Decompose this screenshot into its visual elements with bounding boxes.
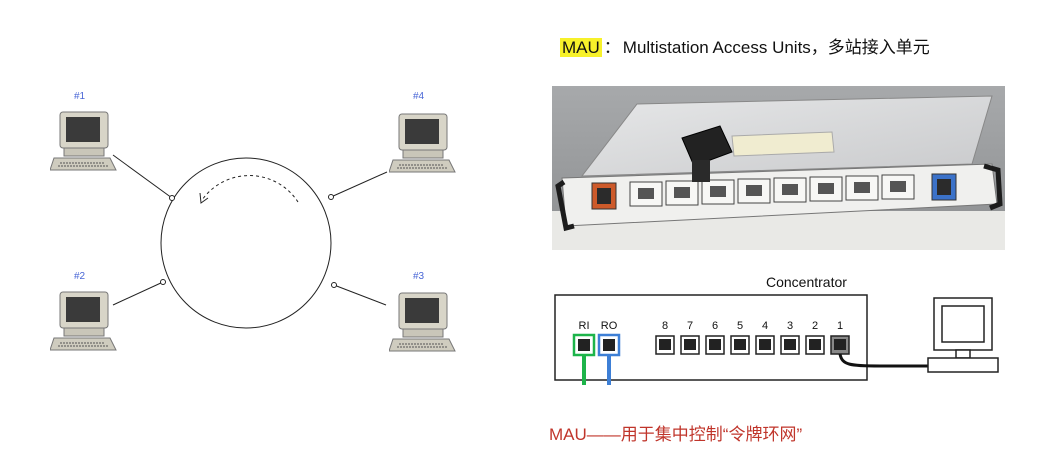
tap-4 [328, 194, 334, 200]
port-label-5: 5 [736, 320, 744, 332]
node-label-2: #2 [74, 271, 86, 282]
arrow-head [199, 192, 209, 204]
port-label-3: 3 [786, 320, 794, 332]
ring-circle [160, 157, 332, 329]
token-ring-diagram [112, 154, 388, 329]
port-label-6: 6 [711, 320, 719, 332]
link-4 [330, 171, 388, 198]
mau-title: MAU：Multistation Access Units，多站接入单元 [560, 33, 930, 58]
link-1 [112, 154, 173, 199]
workstation-base [927, 357, 999, 373]
mau-abbr: MAU [560, 38, 602, 57]
mau-device-photo [552, 86, 1005, 250]
node-label-3: #3 [413, 271, 425, 282]
workstation-screen [941, 305, 985, 343]
title-separator: ： [603, 38, 621, 57]
port-label-4: 4 [761, 320, 769, 332]
ri-port-jack [578, 339, 590, 351]
link-3 [333, 284, 387, 306]
computer-icon [50, 291, 117, 351]
concentrator-label: Concentrator [766, 274, 847, 290]
computer-icon [50, 111, 117, 171]
mau-caption: MAU——用于集中控制“令牌环网” [549, 425, 803, 444]
port-label-2: 2 [811, 320, 819, 332]
link-2 [112, 281, 164, 306]
port-label-ro: RO [600, 320, 618, 332]
node-label-1: #1 [74, 91, 86, 102]
computer-icon [389, 292, 456, 352]
port-label-7: 7 [686, 320, 694, 332]
concentrator-diagram [554, 294, 999, 385]
workstation-stand [955, 349, 971, 359]
tap-1 [169, 195, 175, 201]
token-direction-arrow [201, 175, 299, 203]
mau-title-text: Multistation Access Units，多站接入单元 [622, 38, 930, 57]
ro-port-jack [603, 339, 615, 351]
tap-2 [160, 279, 166, 285]
station-cable [838, 353, 928, 368]
node-label-4: #4 [413, 91, 425, 102]
port-label-1: 1 [836, 320, 844, 332]
port-label-ri: RI [578, 320, 590, 332]
computer-icon [389, 113, 456, 173]
port-label-8: 8 [661, 320, 669, 332]
tap-3 [331, 282, 337, 288]
